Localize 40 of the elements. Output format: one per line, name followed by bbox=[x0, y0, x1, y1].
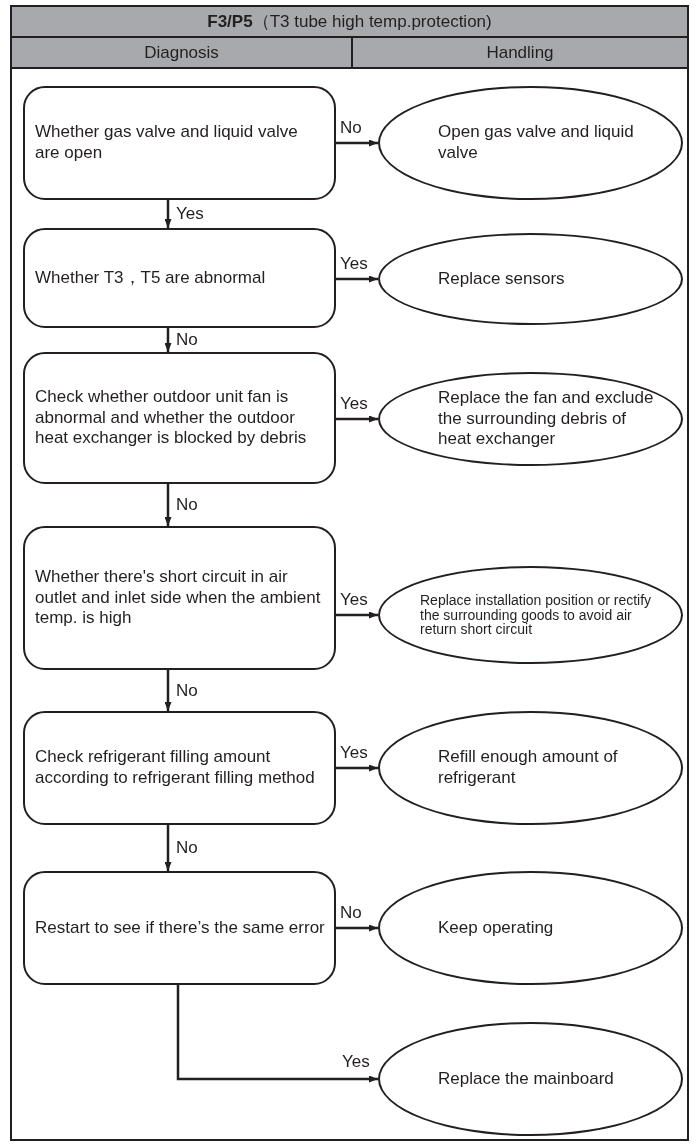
edge-label: Yes bbox=[340, 744, 368, 761]
edge-label: No bbox=[340, 904, 362, 921]
edge-label: No bbox=[176, 839, 198, 856]
arrow bbox=[164, 825, 172, 871]
action-ellipse: Refill enough amount of refrigerant bbox=[378, 711, 683, 825]
arrow bbox=[164, 200, 172, 228]
arrow bbox=[336, 415, 378, 423]
decision-box: Whether there's short circuit in air outlet and inlet side when the ambient temp. is high bbox=[23, 526, 336, 670]
arrow bbox=[176, 985, 378, 1083]
decision-box: Check whether outdoor unit fan is abnormal and whether the outdoor heat exchanger is blocked by debris bbox=[23, 352, 336, 484]
edge-label: Yes bbox=[176, 205, 204, 222]
decision-box: Restart to see if there’s the same error bbox=[23, 871, 336, 985]
decision-box: Check refrigerant filling amount according to refrigerant filling method bbox=[23, 711, 336, 825]
arrow bbox=[336, 611, 378, 619]
edge-label: Yes bbox=[340, 591, 368, 608]
arrow bbox=[164, 484, 172, 526]
arrow bbox=[336, 764, 378, 772]
edge-label: Yes bbox=[342, 1053, 370, 1070]
edge-label: Yes bbox=[340, 395, 368, 412]
arrow bbox=[164, 670, 172, 711]
action-ellipse: Keep operating bbox=[378, 871, 683, 985]
edge-label: No bbox=[176, 496, 198, 513]
arrow bbox=[164, 328, 172, 352]
column-header: Handling bbox=[351, 36, 689, 69]
arrow bbox=[336, 139, 378, 147]
column-header: Diagnosis bbox=[10, 36, 353, 69]
edge-label: Yes bbox=[340, 255, 368, 272]
title-header: F3/P5（T3 tube high temp.protection) bbox=[10, 5, 689, 38]
edge-label: No bbox=[340, 119, 362, 136]
action-ellipse: Open gas valve and liquid valve bbox=[378, 86, 683, 200]
action-ellipse: Replace the fan and exclude the surrounding debris of heat exchanger bbox=[378, 372, 683, 466]
arrow bbox=[336, 275, 378, 283]
edge-label: No bbox=[176, 331, 198, 348]
decision-box: Whether T3，T5 are abnormal bbox=[23, 228, 336, 328]
decision-box: Whether gas valve and liquid valve are open bbox=[23, 86, 336, 200]
action-ellipse: Replace the mainboard bbox=[378, 1022, 683, 1136]
arrow bbox=[336, 924, 378, 932]
action-ellipse: Replace installation position or rectify the surrounding goods to avoid air return short circuit bbox=[378, 566, 683, 664]
edge-label: No bbox=[176, 681, 198, 699]
action-ellipse: Replace sensors bbox=[378, 233, 683, 325]
